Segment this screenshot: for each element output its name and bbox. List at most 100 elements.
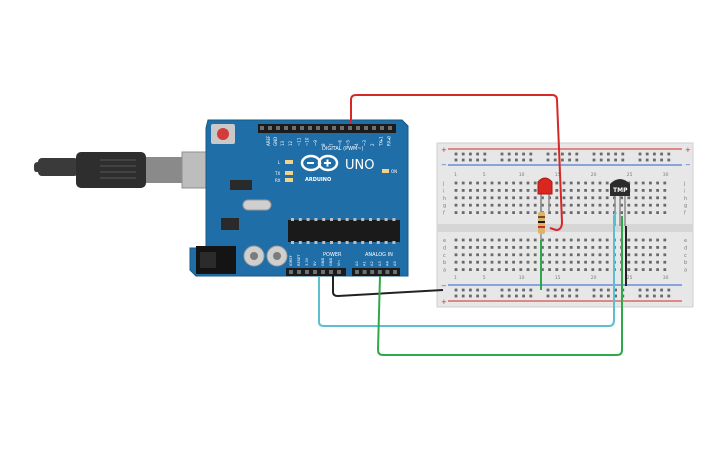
breadboard-hole[interactable]: [490, 181, 494, 185]
breadboard-hole[interactable]: [598, 238, 602, 242]
breadboard-hole[interactable]: [476, 238, 479, 242]
breadboard-hole[interactable]: [454, 181, 458, 185]
breadboard-hole[interactable]: [568, 152, 571, 156]
breadboard-hole[interactable]: [634, 253, 638, 257]
breadboard-hole[interactable]: [476, 268, 479, 271]
breadboard-hole[interactable]: [519, 181, 523, 185]
breadboard-hole[interactable]: [607, 294, 610, 298]
breadboard-hole[interactable]: [663, 189, 667, 192]
breadboard-hole[interactable]: [483, 189, 487, 192]
digital-pin-hole[interactable]: [348, 126, 352, 130]
breadboard-hole[interactable]: [526, 246, 530, 249]
breadboard-hole[interactable]: [469, 253, 472, 257]
breadboard-hole[interactable]: [529, 288, 533, 292]
breadboard-hole[interactable]: [599, 294, 603, 298]
breadboard-hole[interactable]: [641, 181, 645, 185]
digital-pin-hole[interactable]: [356, 126, 360, 130]
breadboard-hole[interactable]: [607, 152, 610, 156]
breadboard-hole[interactable]: [591, 189, 595, 192]
power-pin-hole[interactable]: [289, 270, 293, 274]
breadboard-hole[interactable]: [490, 196, 494, 200]
breadboard-hole[interactable]: [548, 253, 551, 257]
breadboard-hole[interactable]: [546, 288, 550, 292]
breadboard-hole[interactable]: [512, 181, 515, 185]
breadboard-hole[interactable]: [490, 211, 494, 214]
breadboard-hole[interactable]: [526, 268, 530, 271]
breadboard-hole[interactable]: [605, 268, 609, 271]
digital-pin-hole[interactable]: [340, 126, 344, 130]
breadboard-hole[interactable]: [620, 211, 623, 214]
breadboard-hole[interactable]: [497, 203, 501, 207]
breadboard-hole[interactable]: [469, 189, 472, 192]
breadboard-hole[interactable]: [667, 294, 671, 298]
breadboard-hole[interactable]: [553, 158, 557, 162]
breadboard-hole[interactable]: [561, 294, 564, 298]
breadboard-hole[interactable]: [638, 294, 642, 298]
breadboard-hole[interactable]: [555, 211, 559, 214]
breadboard-hole[interactable]: [561, 288, 564, 292]
digital-pin-hole[interactable]: [308, 126, 312, 130]
digital-pin-hole[interactable]: [292, 126, 296, 130]
power-pin-hole[interactable]: [329, 270, 333, 274]
breadboard-hole[interactable]: [638, 152, 642, 156]
breadboard-hole[interactable]: [490, 260, 494, 264]
breadboard-hole[interactable]: [469, 294, 472, 298]
breadboard-hole[interactable]: [634, 268, 638, 271]
breadboard-hole[interactable]: [505, 189, 508, 192]
power-pin-hole[interactable]: [321, 270, 325, 274]
breadboard-hole[interactable]: [515, 152, 518, 156]
breadboard-hole[interactable]: [548, 260, 551, 264]
breadboard-hole[interactable]: [562, 203, 566, 207]
digital-pin-hole[interactable]: [388, 126, 392, 130]
breadboard-hole[interactable]: [584, 268, 587, 271]
breadboard-hole[interactable]: [476, 288, 479, 292]
breadboard-hole[interactable]: [562, 268, 566, 271]
breadboard-hole[interactable]: [641, 211, 645, 214]
power-pin-hole[interactable]: [305, 270, 309, 274]
breadboard-hole[interactable]: [483, 211, 487, 214]
breadboard-hole[interactable]: [569, 260, 573, 264]
breadboard-hole[interactable]: [533, 260, 537, 264]
breadboard-hole[interactable]: [577, 268, 580, 271]
breadboard-hole[interactable]: [656, 253, 659, 257]
breadboard-hole[interactable]: [663, 253, 667, 257]
breadboard-hole[interactable]: [476, 211, 479, 214]
breadboard-hole[interactable]: [461, 181, 465, 185]
breadboard-hole[interactable]: [476, 253, 479, 257]
breadboard-hole[interactable]: [461, 288, 465, 292]
breadboard-hole[interactable]: [548, 211, 551, 214]
breadboard-hole[interactable]: [519, 260, 523, 264]
breadboard-hole[interactable]: [645, 288, 649, 292]
breadboard-hole[interactable]: [641, 196, 645, 200]
breadboard-hole[interactable]: [620, 196, 623, 200]
breadboard-hole[interactable]: [526, 260, 530, 264]
breadboard-hole[interactable]: [591, 260, 595, 264]
breadboard-hole[interactable]: [569, 246, 573, 249]
breadboard-hole[interactable]: [490, 203, 494, 207]
breadboard-hole[interactable]: [653, 152, 656, 156]
breadboard-hole[interactable]: [663, 268, 667, 271]
breadboard-hole[interactable]: [526, 181, 530, 185]
breadboard-hole[interactable]: [548, 238, 551, 242]
breadboard-hole[interactable]: [591, 268, 595, 271]
breadboard-hole[interactable]: [555, 253, 559, 257]
breadboard-hole[interactable]: [577, 246, 580, 249]
breadboard-hole[interactable]: [641, 189, 645, 192]
breadboard-hole[interactable]: [656, 196, 659, 200]
breadboard-hole[interactable]: [649, 246, 652, 249]
breadboard-hole[interactable]: [553, 288, 557, 292]
breadboard-hole[interactable]: [454, 260, 458, 264]
breadboard-hole[interactable]: [561, 158, 564, 162]
breadboard-hole[interactable]: [605, 238, 609, 242]
breadboard-hole[interactable]: [555, 260, 559, 264]
breadboard-hole[interactable]: [483, 238, 487, 242]
breadboard-hole[interactable]: [454, 152, 458, 156]
temperature-sensor[interactable]: TMP: [610, 179, 630, 226]
analog-pin-hole[interactable]: [362, 270, 367, 274]
breadboard-hole[interactable]: [461, 294, 465, 298]
breadboard-hole[interactable]: [555, 246, 559, 249]
digital-pin-hole[interactable]: [316, 126, 320, 130]
breadboard-hole[interactable]: [490, 246, 494, 249]
breadboard-hole[interactable]: [667, 288, 671, 292]
breadboard-hole[interactable]: [533, 268, 537, 271]
